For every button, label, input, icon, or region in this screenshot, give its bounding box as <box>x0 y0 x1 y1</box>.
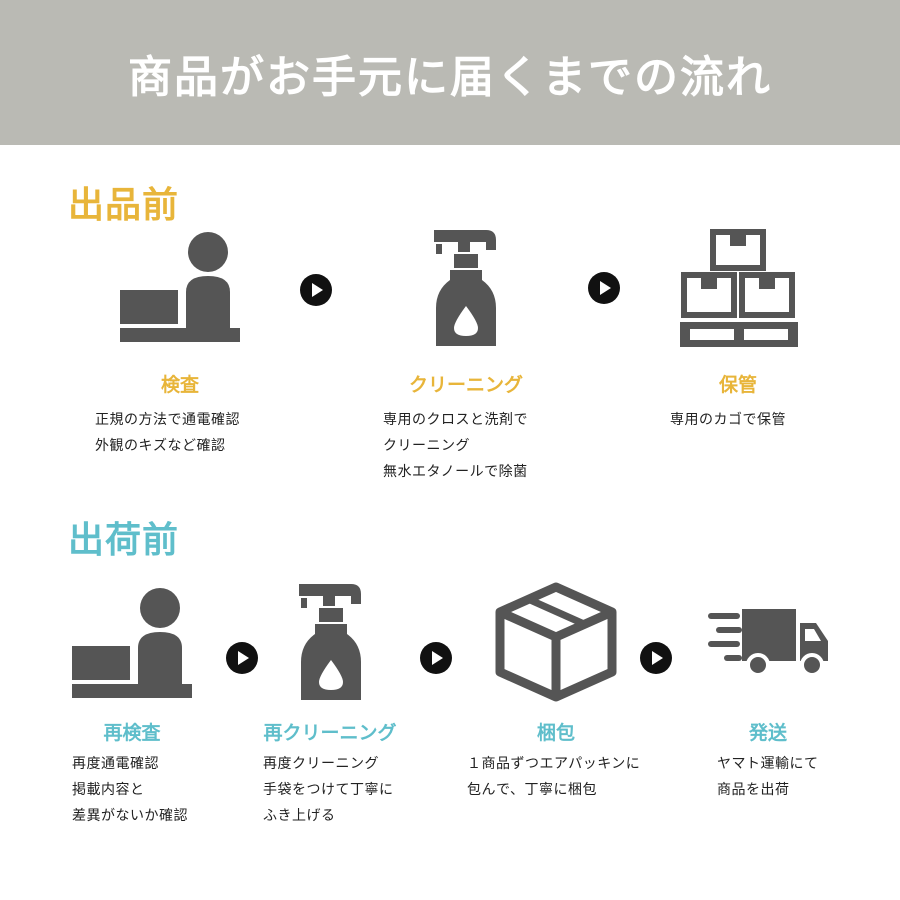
step-title-inspection: 検査 <box>160 374 199 396</box>
step-description-cleaning: 専用のクロスと洗剤で クリーニング 無水エタノールで除菌 <box>383 412 528 480</box>
section-title-pre-listing: 出品前 <box>68 185 180 226</box>
step-title-storage: 保管 <box>718 374 757 396</box>
box-icon <box>495 582 617 702</box>
arrow-right-icon <box>588 272 620 304</box>
section-title-pre-shipping: 出荷前 <box>68 520 180 561</box>
person-laptop-icon <box>72 588 192 698</box>
spray-bottle-icon <box>434 230 496 346</box>
arrow-right-icon <box>640 642 672 674</box>
page-title: 商品がお手元に届くまでの流れ <box>128 51 772 103</box>
step-description-recleaning: 再度クリーニング 手袋をつけて丁寧に ふき上げる <box>263 756 394 824</box>
step-title-reinspection: 再検査 <box>103 722 161 744</box>
header-banner: 商品がお手元に届くまでの流れ <box>0 0 900 145</box>
step-title-packing: 梱包 <box>536 722 575 744</box>
step-description-inspection: 正規の方法で通電確認 外観のキズなど確認 <box>95 412 240 454</box>
person-laptop-icon <box>120 232 240 342</box>
step-description-shipping: ヤマト運輸にて 商品を出荷 <box>717 756 819 798</box>
step-title-recleaning: 再クリーニング <box>263 722 397 744</box>
spray-bottle-icon <box>299 584 361 700</box>
arrow-right-icon <box>420 642 452 674</box>
step-title-shipping: 発送 <box>748 722 787 744</box>
delivery-truck-icon <box>708 609 828 677</box>
step-title-cleaning: クリーニング <box>408 374 523 396</box>
step-description-packing: １商品ずつエアパッキンに 包んで、丁寧に梱包 <box>467 756 641 798</box>
boxes-pallet-icon <box>680 229 798 347</box>
step-description-storage: 専用のカゴで保管 <box>670 412 786 428</box>
arrow-right-icon <box>300 274 332 306</box>
step-description-reinspection: 再度通電確認 掲載内容と 差異がないか確認 <box>72 756 188 824</box>
arrow-right-icon <box>226 642 258 674</box>
